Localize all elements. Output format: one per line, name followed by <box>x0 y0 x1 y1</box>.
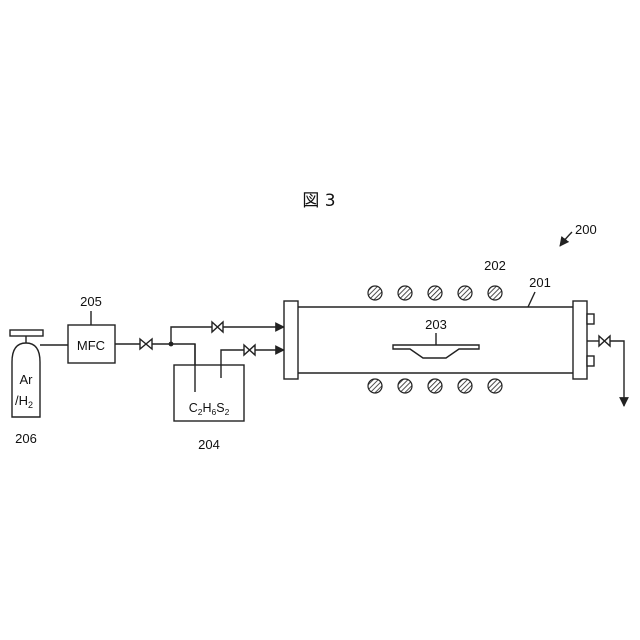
figure-title: 図 3 <box>302 191 335 211</box>
tube-flange-left <box>284 301 298 379</box>
label-205: 205 <box>80 294 102 309</box>
label-200: 200 <box>575 222 597 237</box>
gas-cylinder: Ar /H2 <box>10 330 43 417</box>
label-200-pointer <box>560 232 572 246</box>
label-201-leader <box>528 292 535 307</box>
cylinder-gas-line1: Ar <box>20 372 34 387</box>
label-204: 204 <box>198 437 220 452</box>
valve-lower-icon <box>244 345 255 355</box>
label-201: 201 <box>529 275 551 290</box>
label-202: 202 <box>484 258 506 273</box>
valve-upper-icon <box>212 322 223 332</box>
label-206: 206 <box>15 431 37 446</box>
heater-top-row <box>368 286 502 300</box>
valve-exhaust-icon <box>599 336 610 346</box>
bubbler-chemical: C2H6S2 <box>189 401 230 417</box>
valve-main-icon <box>140 339 152 349</box>
heater-bottom-row <box>368 379 502 393</box>
mfc-text: MFC <box>77 338 105 353</box>
tube-flange-right <box>573 301 587 379</box>
outlet-port-lower <box>587 356 594 366</box>
sample-boat <box>393 345 479 358</box>
pipe-bypass-upper <box>171 327 212 344</box>
outlet-port-upper <box>587 314 594 324</box>
pipe-exhaust-down <box>610 341 624 406</box>
label-203: 203 <box>425 317 447 332</box>
